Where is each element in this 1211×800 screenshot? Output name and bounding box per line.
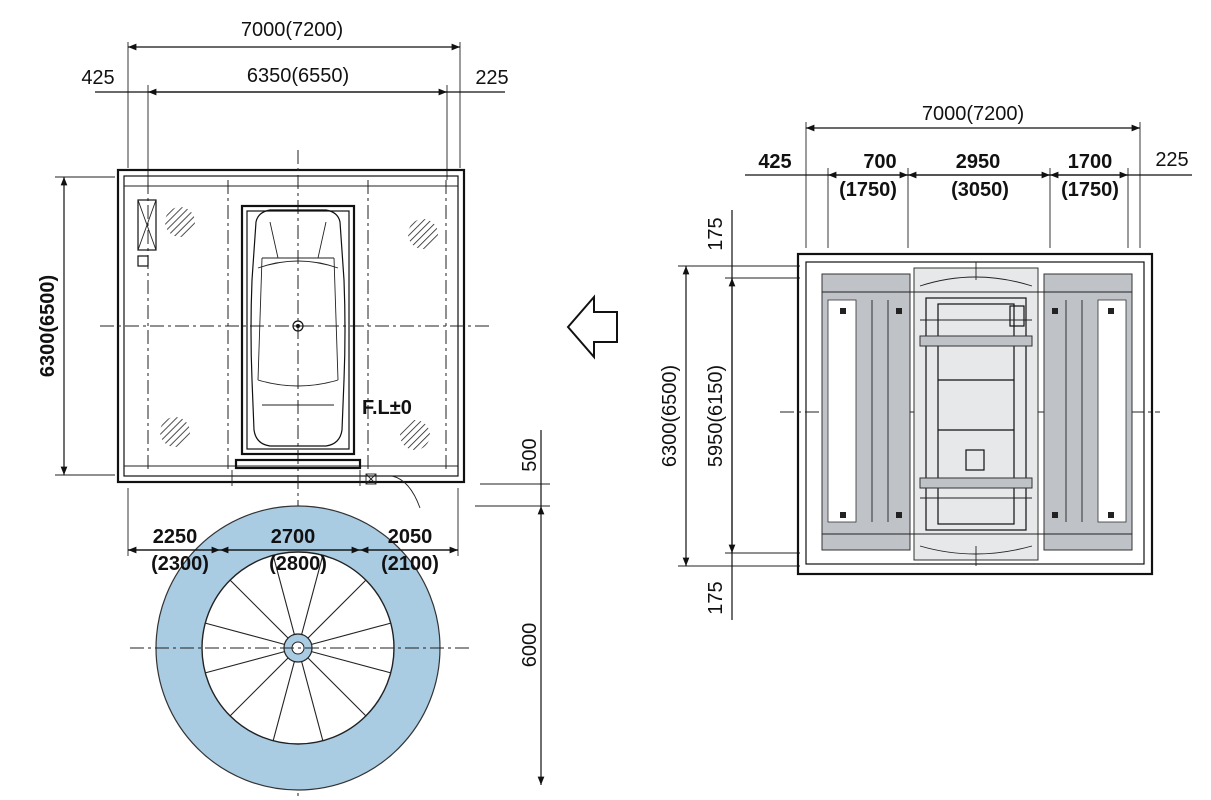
seg5-label: 225 [1155, 149, 1188, 171]
right-offset-label: 225 [475, 67, 508, 89]
left-depth-label: 6300(6500) [37, 275, 59, 377]
turntable-spoke [311, 622, 391, 645]
lift-mechanism [913, 262, 1039, 566]
bottom-mid-dim: 2700 [271, 526, 316, 548]
seg4-label: 1700 [1068, 151, 1113, 173]
turntable-spoke [272, 555, 295, 635]
left-platform [821, 273, 911, 551]
floor-level-label: F.L±0 [362, 397, 412, 419]
gap-height-label: 500 [519, 438, 541, 471]
right-platform [1043, 273, 1133, 551]
seg4-alt-label: (1750) [1061, 179, 1119, 201]
turntable-spoke [205, 651, 285, 674]
drain-hatch-3 [160, 417, 190, 447]
arrow-left-outline-icon [566, 294, 618, 360]
drain-hatch-2 [408, 219, 438, 249]
turntable-height-label: 6000 [519, 623, 541, 668]
turntable-spoke [311, 651, 391, 674]
inner-depth-label: 5950(6150) [705, 365, 727, 467]
seg2-alt-label: (1750) [839, 179, 897, 201]
drain-hatch-1 [165, 207, 195, 237]
bottom-right-dim: 2050 [388, 526, 433, 548]
left-plan: 7000(7200) 6350(6550) 425 225 6300(6500) [37, 19, 550, 800]
left-offset-label: 425 [81, 67, 114, 89]
bottom-left-dim-alt: (2300) [151, 553, 209, 575]
bottom-mid-dim-alt: (2800) [269, 553, 327, 575]
bottom-left-dim: 2250 [153, 526, 198, 548]
seg2-label: 700 [863, 151, 896, 173]
right-plan: 7000(7200) 425 700 (1750) 2950 (3050) 17… [659, 103, 1192, 620]
car-top-view-icon [250, 209, 346, 447]
left-overall-width-label: 7000(7200) [241, 19, 343, 41]
left-inner-width-label: 6350(6550) [247, 65, 349, 87]
drain-hatch-4 [400, 420, 430, 450]
turntable-spoke [272, 661, 295, 741]
seg3-alt-label: (3050) [951, 179, 1009, 201]
turntable-spoke [229, 579, 289, 639]
turntable-spoke [205, 622, 285, 645]
bottom-margin-label: 175 [705, 581, 727, 614]
outer-depth-label: 6300(6500) [659, 365, 681, 467]
turntable-spoke [301, 555, 324, 635]
turntable-spoke [301, 661, 324, 741]
turntable-spoke [307, 657, 367, 717]
turntable-spoke [229, 657, 289, 717]
seg1-label: 425 [758, 151, 791, 173]
turntable [130, 505, 470, 791]
right-overall-width-label: 7000(7200) [922, 103, 1024, 125]
top-margin-label: 175 [705, 217, 727, 250]
turntable-spoke [307, 579, 367, 639]
bottom-right-dim-alt: (2100) [381, 553, 439, 575]
control-box [137, 199, 157, 267]
car-pallet [234, 204, 362, 470]
seg3-label: 2950 [956, 151, 1001, 173]
